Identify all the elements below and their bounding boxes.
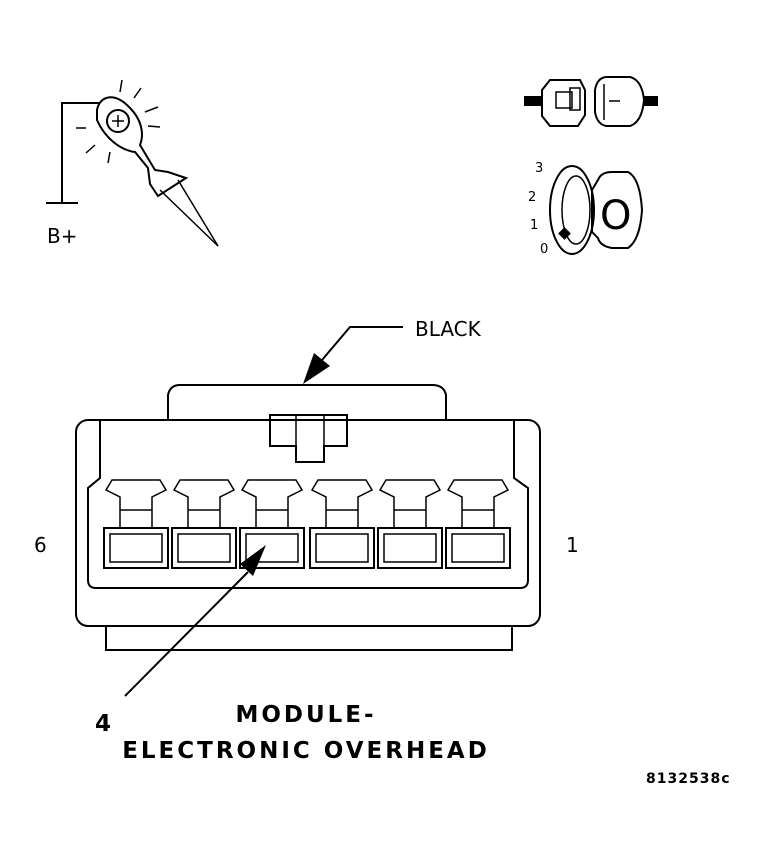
figure-id: 8132538c xyxy=(646,771,731,787)
terminal-cavity xyxy=(239,479,305,569)
terminal-cavity xyxy=(445,479,511,569)
key-letter: O xyxy=(600,193,631,239)
terminal-cavity xyxy=(171,479,237,569)
test-light-label: B+ xyxy=(47,224,77,248)
terminal-cavity xyxy=(103,479,169,569)
connector-color-label: BLACK xyxy=(415,317,482,341)
pin-label-right: 1 xyxy=(566,533,579,557)
ignition-position-1: 1 xyxy=(530,218,538,233)
connector-body xyxy=(75,384,541,651)
connector-disconnect-icon xyxy=(524,76,658,127)
ignition-position-3: 3 xyxy=(535,161,543,176)
ignition-position-2: 2 xyxy=(528,190,536,205)
ignition-position-0: 0 xyxy=(540,242,548,257)
terminal-cavity xyxy=(377,479,443,569)
terminal-cavity xyxy=(309,479,375,569)
ignition-key-icon: O xyxy=(549,165,644,255)
color-callout-leader xyxy=(303,326,403,384)
test-light-icon xyxy=(46,79,219,247)
component-title-line2: ELECTRONIC OVERHEAD xyxy=(122,738,490,764)
pin-callout-leader xyxy=(124,545,266,697)
pin-callout-label: 4 xyxy=(95,711,114,737)
component-title-line1: MODULE- xyxy=(235,702,376,728)
pin-label-left: 6 xyxy=(34,533,47,557)
